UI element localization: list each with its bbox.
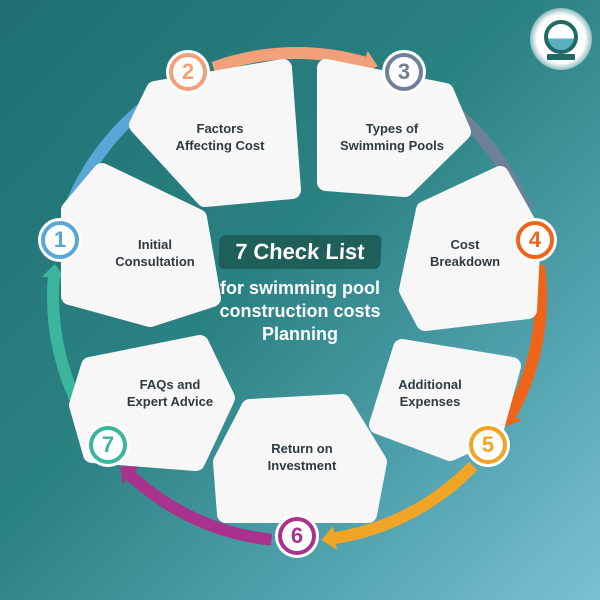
step-number-6: 6 (278, 517, 316, 555)
step-label-line: Swimming Pools (339, 138, 444, 153)
panel-1 (61, 163, 221, 327)
step-number-3: 3 (385, 53, 423, 91)
step-number-1: 1 (41, 221, 79, 259)
step-label-line: Types of (365, 121, 419, 136)
step-label-line: Investment (267, 458, 337, 473)
subtitle-line: for swimming pool (220, 278, 380, 298)
logo (530, 8, 592, 70)
arrowhead-icon (41, 263, 66, 279)
arc-arrow-2 (211, 47, 366, 74)
step-label-line: Affecting Cost (175, 138, 265, 153)
arrowhead-icon (120, 465, 139, 485)
center-title-block: 7 Check List for swimming pool construct… (195, 235, 405, 346)
panel-6 (213, 394, 387, 523)
step-label-line: Cost (450, 237, 480, 252)
arc-arrow-4 (505, 264, 547, 418)
title-badge: 7 Check List (218, 235, 382, 269)
step-label-line: Consultation (115, 254, 195, 269)
step-number-4: 4 (516, 221, 554, 259)
panel-3 (317, 59, 471, 197)
step-label-line: Return on (271, 441, 333, 456)
panel-4 (399, 166, 541, 331)
arc-arrow-5 (334, 461, 478, 544)
step-number-7: 7 (89, 426, 127, 464)
step-label-6: Return on Investment (232, 440, 372, 474)
panel-2 (129, 59, 301, 207)
step-label-line: Additional (398, 377, 462, 392)
arrowhead-icon (321, 526, 338, 550)
step-label-line: FAQs and (139, 377, 201, 392)
arc-arrow-6 (126, 471, 273, 546)
step-label-line: Initial (138, 237, 172, 252)
subtitle-line: Planning (262, 324, 338, 344)
step-label-line: Breakdown (429, 254, 501, 269)
subtitle-line: construction costs (219, 301, 381, 321)
step-label-line: Expenses (399, 394, 461, 409)
step-label-line: Factors (196, 121, 244, 136)
step-number-5: 5 (469, 426, 507, 464)
step-number-2: 2 (169, 53, 207, 91)
step-label-line: Expert Advice (126, 394, 214, 409)
step-label-3: Types of Swimming Pools (322, 120, 462, 154)
